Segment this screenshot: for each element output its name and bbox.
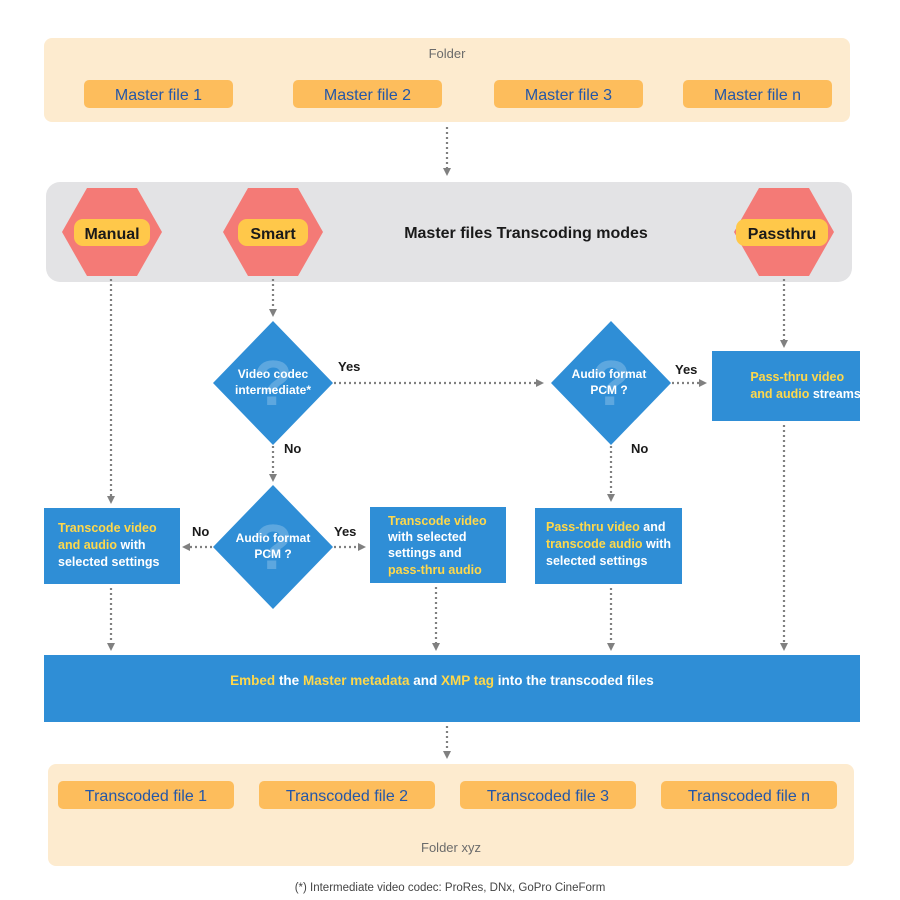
box-manual-transcode: Transcode video and audio with selected … — [44, 508, 180, 584]
yes-label: Yes — [675, 362, 697, 377]
svg-text:Transcoded file 3: Transcoded file 3 — [487, 788, 609, 805]
question-mark-icon: ? — [591, 347, 630, 419]
svg-text:and audio streams: and audio streams — [726, 387, 878, 401]
svg-text:selected settings: selected settings — [546, 554, 647, 568]
source-folder-label: Folder — [429, 46, 467, 61]
yes-label: Yes — [338, 359, 360, 374]
svg-text:Master file 3: Master file 3 — [525, 87, 612, 104]
question-mark-icon: ? — [253, 347, 292, 419]
no-label: No — [631, 441, 648, 456]
svg-text:Pass-thru video: Pass-thru video — [726, 370, 861, 384]
modes-title: Master files Transcoding modes — [404, 225, 648, 242]
question-mark-icon: ? — [253, 511, 292, 583]
source-folder-bg — [44, 38, 850, 122]
svg-text:Audio format: Audio format — [236, 531, 311, 545]
box-transcode-passthru-audio: Transcode video with selected settings a… — [370, 507, 506, 583]
decision-audio-format-bottom: ? Audio format PCM ? — [213, 485, 333, 609]
svg-text:transcode audio with: transcode audio with — [546, 537, 671, 551]
svg-text:PCM ?: PCM ? — [254, 547, 291, 561]
svg-text:Master file 2: Master file 2 — [324, 87, 411, 104]
embed-bar: Embed the Master metadata and XMP tag in… — [44, 655, 860, 722]
svg-text:Pass-thru video and: Pass-thru video and — [546, 520, 665, 534]
mode-smart[interactable]: Smart — [223, 188, 323, 276]
svg-text:selected settings: selected settings — [58, 555, 159, 569]
svg-text:intermediate*: intermediate* — [235, 383, 311, 397]
master-file-1[interactable]: Master file 1 — [84, 80, 233, 108]
decision-audio-format-top: ? Audio format PCM ? — [551, 321, 671, 445]
svg-text:Embed the Master metadata and: Embed the Master metadata and XMP tag in… — [230, 673, 654, 688]
master-file-2[interactable]: Master file 2 — [293, 80, 442, 108]
transcoded-file-3[interactable]: Transcoded file 3 — [460, 781, 636, 809]
mode-passthru[interactable]: Passthru — [734, 188, 834, 276]
mode-manual[interactable]: Manual — [62, 188, 162, 276]
svg-text:and audio with: and audio with — [58, 538, 146, 552]
svg-text:Master file n: Master file n — [714, 87, 801, 104]
output-folder-bg — [48, 764, 854, 866]
decision-video-codec: ? Video codec intermediate* — [213, 321, 333, 445]
svg-text:Smart: Smart — [250, 226, 296, 243]
box-passthru-transcode-audio: Pass-thru video and transcode audio with… — [535, 508, 682, 584]
svg-text:pass-thru audio: pass-thru audio — [388, 563, 482, 577]
yes-label: Yes — [334, 524, 356, 539]
box-passthru-streams: Pass-thru video and audio streams — [712, 351, 878, 421]
master-file-n[interactable]: Master file n — [683, 80, 832, 108]
svg-text:Transcoded file 1: Transcoded file 1 — [85, 788, 207, 805]
svg-text:Video codec: Video codec — [238, 367, 309, 381]
transcoded-file-n[interactable]: Transcoded file n — [661, 781, 837, 809]
svg-text:Transcoded file 2: Transcoded file 2 — [286, 788, 408, 805]
master-file-3[interactable]: Master file 3 — [494, 80, 643, 108]
svg-text:Passthru: Passthru — [748, 226, 816, 243]
footnote: (*) Intermediate video codec: ProRes, DN… — [295, 882, 606, 894]
no-label: No — [284, 441, 301, 456]
transcoded-file-2[interactable]: Transcoded file 2 — [259, 781, 435, 809]
svg-text:Transcode video: Transcode video — [58, 521, 157, 535]
svg-text:settings and: settings and — [388, 546, 462, 560]
svg-text:PCM ?: PCM ? — [590, 383, 627, 397]
modes-panel: Master files Transcoding modes Manual Sm… — [46, 182, 852, 282]
svg-text:with selected: with selected — [387, 530, 467, 544]
svg-text:Manual: Manual — [84, 226, 139, 243]
output-folder: Transcoded file 1 Transcoded file 2 Tran… — [48, 764, 854, 866]
svg-text:Transcoded file n: Transcoded file n — [688, 788, 810, 805]
output-folder-label: Folder xyz — [421, 840, 481, 855]
svg-text:Transcode video: Transcode video — [388, 514, 487, 528]
svg-text:Master file 1: Master file 1 — [115, 87, 202, 104]
svg-text:Audio format: Audio format — [572, 367, 647, 381]
transcoded-file-1[interactable]: Transcoded file 1 — [58, 781, 234, 809]
source-folder: Folder Master file 1 Master file 2 Maste… — [44, 38, 850, 122]
no-label: No — [192, 524, 209, 539]
